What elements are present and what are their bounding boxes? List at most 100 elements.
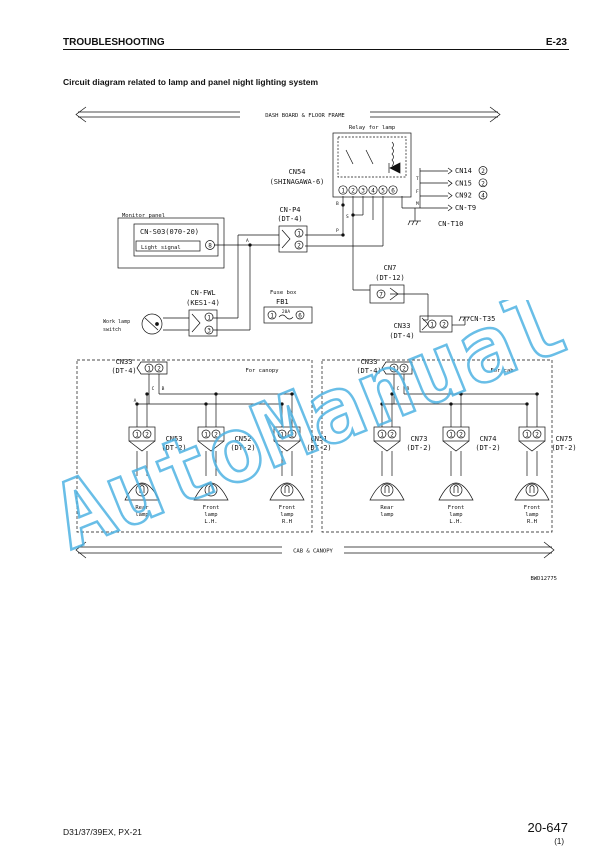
lamp-word: lamp <box>380 512 393 518</box>
cn33-pin-2: 2 <box>157 366 161 373</box>
cab-cn33-label: CN33 <box>361 358 378 366</box>
junction <box>280 402 284 406</box>
cn-p4: CN-P4 (DT-4) 1 2 <box>237 206 308 330</box>
cn33-top-pin1: 1 <box>430 322 434 329</box>
fuse-name: FB1 <box>276 298 289 306</box>
lamp-pin-2: 2 <box>214 432 218 439</box>
output-arrow <box>447 167 453 175</box>
lamp-word: lamp <box>280 512 293 518</box>
lamp-filament <box>284 485 290 493</box>
wire-code-b: B <box>336 201 339 207</box>
lamp-connector-tip <box>442 440 470 452</box>
wire-code-a: A <box>246 238 249 244</box>
wire-code-c: C <box>397 386 400 392</box>
output-arrow <box>447 192 453 199</box>
lamp-connector-tip <box>518 440 546 452</box>
monitor-title: Monitor panel <box>122 213 165 219</box>
lamp-name: Front <box>524 505 541 511</box>
output-cn-t9: CN-T9 <box>455 204 476 212</box>
wire-code-c: C <box>152 386 155 392</box>
lamp-name: Front <box>203 505 220 511</box>
lamp-pin-circle <box>211 429 221 439</box>
light-signal-label: Light signal <box>141 245 181 251</box>
monitor-panel: Monitor panel CN-S03(070-20) Light signa… <box>117 213 280 269</box>
cn33-top: CN33 (DT-4) 1 2 CN-T35 <box>389 315 495 340</box>
cn-p4-type: (DT-4) <box>277 215 302 223</box>
lamp-connector-label: CN74 <box>480 435 497 443</box>
lamp-reflector <box>124 482 160 501</box>
monitor-pin: 8 <box>208 243 212 250</box>
wire-code-p: P <box>336 228 339 234</box>
output-pin: 2 <box>481 180 485 187</box>
lamp-connector-body <box>197 426 225 442</box>
lamp-pin-1: 1 <box>280 432 284 439</box>
output-arrow <box>447 204 453 212</box>
relay-output-wires: T F M CN-T10 <box>401 168 463 228</box>
cab-frame <box>321 359 553 533</box>
relay-pin-circle <box>348 185 358 195</box>
lamp-pin-circle <box>522 429 532 439</box>
lamp-pin-2: 2 <box>390 432 394 439</box>
page-revision: (1) <box>554 837 564 846</box>
lamp-pin-2: 2 <box>290 432 294 439</box>
wire-code-b: B <box>162 386 165 392</box>
lamp-connector-type: (DT-2) <box>306 444 331 452</box>
output-pin: 2 <box>481 168 485 175</box>
cn33-top-pin2: 2 <box>442 322 446 329</box>
lamp-connector-tip <box>128 440 156 452</box>
lamp-pin-circle <box>387 429 397 439</box>
work-lamp-label: Work lamp <box>103 319 130 325</box>
relay-input-wiring: B S P <box>305 196 470 326</box>
junction <box>449 402 453 406</box>
cn33-pin-1: 1 <box>392 366 396 373</box>
lamp-filament <box>208 485 214 493</box>
lamp-connector-label: CN75 <box>556 435 573 443</box>
work-lamp-switch[interactable]: Work lamp switch <box>103 313 163 335</box>
lamp-pin-circle <box>277 429 287 439</box>
section-title: TROUBLESHOOTING <box>63 37 165 48</box>
output-arrow <box>447 180 453 187</box>
canopy-frame <box>76 359 313 533</box>
cn33-pin-circle <box>144 363 154 373</box>
junction <box>525 402 529 406</box>
page-number: 20-647 <box>527 820 568 835</box>
lamp-reflector <box>514 482 550 501</box>
junction <box>459 392 463 396</box>
cn7-pin: 7 <box>379 292 383 299</box>
lamp-word: lamp <box>449 512 462 518</box>
relay-pin-3: 3 <box>361 188 365 195</box>
lamp-connector-body <box>128 426 156 442</box>
top-frame-label: DASH BOARD & FLOOR FRAME <box>265 113 344 119</box>
lamp-pin-1: 1 <box>380 432 384 439</box>
lamp-connector-body <box>442 426 470 442</box>
monitor-connector: CN-S03(070-20) <box>140 228 199 236</box>
relay-pin-circle <box>368 185 378 195</box>
relay-pin-circle <box>358 185 368 195</box>
relay-pin-6: 6 <box>391 188 395 195</box>
work-switch-label: switch <box>103 327 121 333</box>
cn7-type: (DT-12) <box>375 274 405 282</box>
header-rule <box>63 49 569 50</box>
page-code: E-23 <box>545 37 567 48</box>
output-cn15: CN15 <box>455 179 472 187</box>
cn33-pin-circle <box>389 363 399 373</box>
cn-fwl: CN-FWL (KES1-4) 1 3 <box>163 289 250 337</box>
lamp-pin-circle <box>377 429 387 439</box>
fuse-rating: 20A <box>282 309 290 315</box>
lamp-reflector <box>269 482 305 501</box>
lamp-name: Front <box>279 505 296 511</box>
wire-code-s: S <box>346 214 349 220</box>
canopy-cn33-label: CN33 <box>116 358 133 366</box>
lamp-bulb <box>204 483 218 497</box>
junction <box>390 392 394 396</box>
junction <box>135 402 139 406</box>
cn-fwl-pin1: 1 <box>207 315 211 322</box>
cn-fwl-type: (KES1-4) <box>186 299 220 307</box>
fuse-title: Fuse box <box>270 290 297 296</box>
lamp-filament <box>529 485 535 493</box>
cn33-top-type: (DT-4) <box>389 332 414 340</box>
junction <box>380 402 384 406</box>
lamp-connector-type: (DT-2) <box>475 444 500 452</box>
wire-code-t: T <box>416 176 419 182</box>
